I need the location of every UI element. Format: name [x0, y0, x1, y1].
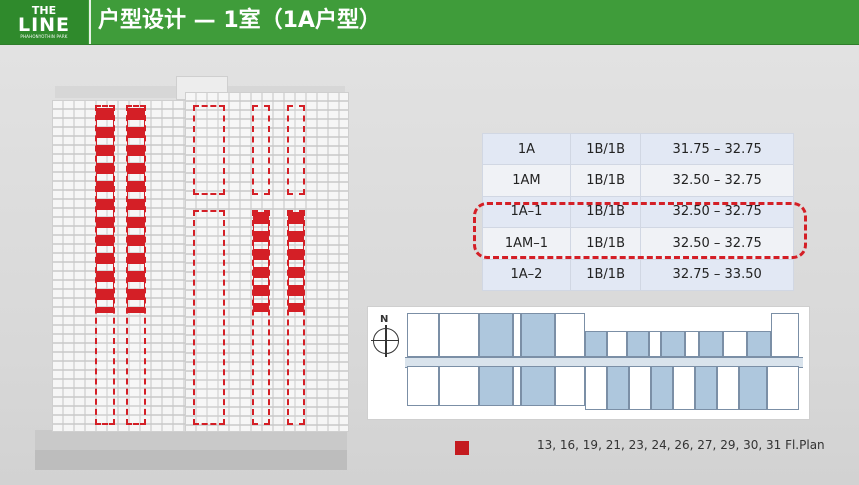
column-stripes [53, 101, 185, 431]
highlighted-floors [127, 108, 145, 313]
plan-unit [651, 366, 673, 410]
area-cell: 31.75 – 32.75 [640, 132, 794, 166]
plan-unit [771, 313, 799, 357]
plan-unit [747, 331, 771, 357]
compass-icon: N [369, 313, 403, 359]
area-cell: 32.50 – 32.75 [640, 195, 794, 229]
plan-unit [513, 366, 521, 406]
plan-unit [717, 366, 739, 410]
unit-stack-outline [287, 105, 305, 195]
plan-unit [407, 313, 439, 357]
unit-stack-outline [252, 105, 270, 195]
page-title: 户型设计 — 1室（1A户型） [98, 8, 381, 33]
table-row: 1AM 1B/1B 32.50 – 32.75 [482, 164, 794, 197]
layout-cell: 1B/1B [569, 164, 642, 197]
table-row: 1AM–1 1B/1B 32.50 – 32.75 [482, 227, 794, 260]
unit-type-cell: 1AM [482, 164, 571, 197]
unit-type-table: 1A 1B/1B 31.75 – 32.75 1AM 1B/1B 32.50 –… [482, 132, 794, 292]
highlight-outline [473, 202, 807, 259]
table-row: 1A–2 1B/1B 32.75 – 33.50 [482, 258, 794, 292]
building-tower-right [185, 92, 349, 432]
area-cell: 32.50 – 32.75 [640, 164, 794, 197]
plan-unit [699, 331, 723, 357]
plan-unit [629, 366, 651, 410]
plan-unit [407, 366, 439, 406]
area-cell: 32.75 – 33.50 [640, 258, 794, 292]
highlighted-floors [96, 108, 114, 313]
legend-swatch [455, 441, 469, 455]
area-cell: 32.50 – 32.75 [640, 227, 794, 260]
plan-unit [627, 331, 649, 357]
building-tower-left [52, 100, 186, 432]
plan-unit [439, 313, 479, 357]
unit-type-cell: 1A [482, 132, 571, 166]
plan-unit [739, 366, 767, 410]
layout-cell: 1B/1B [569, 258, 642, 292]
building-base [35, 450, 347, 470]
plan-unit [513, 313, 521, 357]
highlighted-floors [253, 212, 269, 312]
plan-unit [555, 366, 585, 406]
plan-unit [585, 366, 607, 410]
header-bar: THE LINE PHAHONYOTHIN PARK 户型设计 — 1室（1A户… [0, 0, 859, 45]
plan-unit [767, 366, 799, 410]
brand-logo: THE LINE PHAHONYOTHIN PARK [0, 0, 88, 44]
unit-type-cell: 1A–1 [482, 195, 571, 229]
unit-stack-outline [193, 105, 225, 195]
plan-unit [521, 313, 555, 357]
legend-floors-text: 13, 16, 19, 21, 23, 24, 26, 27, 29, 30, … [537, 438, 825, 452]
logo-the: THE [31, 3, 57, 17]
plan-unit [723, 331, 747, 357]
unit-type-cell: 1A–2 [482, 258, 571, 292]
compass-needle [385, 325, 387, 357]
plan-unit [555, 313, 585, 357]
layout-cell: 1B/1B [569, 227, 642, 260]
highlighted-floors [288, 212, 304, 312]
plan-unit [439, 366, 479, 406]
plan-unit [479, 313, 513, 357]
plan-unit [649, 331, 661, 357]
compass-north-label: N [380, 314, 389, 325]
plan-unit [521, 366, 555, 406]
plan-unit [695, 366, 717, 410]
plan-unit [607, 366, 629, 410]
plan-unit [479, 366, 513, 406]
table-row: 1A–1 1B/1B 32.50 – 32.75 [482, 195, 794, 229]
logo-subtitle: PHAHONYOTHIN PARK [20, 33, 68, 39]
compass-cross [371, 340, 399, 341]
plan-unit [661, 331, 685, 357]
plan-unit [673, 366, 695, 410]
logo-line: LINE [17, 13, 71, 36]
layout-cell: 1B/1B [569, 132, 642, 166]
table-row: 1A 1B/1B 31.75 – 32.75 [482, 132, 794, 166]
plan-unit [585, 331, 607, 357]
plan-unit [607, 331, 627, 357]
header-divider [89, 0, 91, 44]
plan-unit [685, 331, 699, 357]
unit-stack-outline [193, 210, 225, 425]
floor-plan-drawing [405, 309, 803, 415]
